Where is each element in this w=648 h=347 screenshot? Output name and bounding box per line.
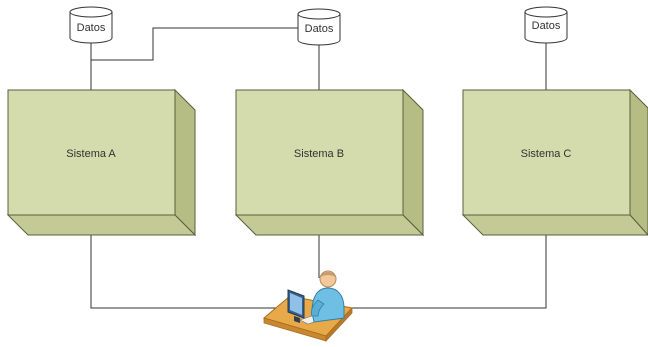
system-b-box: Sistema B <box>234 88 425 237</box>
person-body <box>311 287 345 323</box>
system-a-label: Sistema A <box>66 148 116 160</box>
datastore-3-label: Datos <box>532 20 561 32</box>
connector-system-c-user <box>352 228 547 309</box>
datastore-1: Datos <box>69 6 113 44</box>
system-a-box: Sistema A <box>6 88 197 237</box>
system-a-bottom <box>6 214 197 236</box>
connector-system-a-user <box>90 228 278 309</box>
datastore-2: Datos <box>297 8 341 46</box>
connector-system-a-db2 <box>91 27 298 61</box>
user-at-computer-icon <box>262 270 353 343</box>
system-b-front <box>235 89 404 216</box>
system-c-label: Sistema C <box>521 148 572 160</box>
datastore-2-label: Datos <box>305 23 334 35</box>
system-a-front <box>7 89 176 216</box>
system-c-box: Sistema C <box>461 88 648 236</box>
connectors <box>90 27 547 309</box>
system-a-side <box>174 88 196 237</box>
datastore-1-label: Datos <box>77 22 106 34</box>
system-b-label: Sistema B <box>294 148 344 160</box>
system-b-bottom <box>234 214 425 236</box>
system-c-front <box>462 89 631 216</box>
datastore-3: Datos <box>524 6 568 44</box>
system-b-side <box>402 88 424 237</box>
system-c-side <box>629 88 648 236</box>
system-c-bottom <box>461 214 648 236</box>
